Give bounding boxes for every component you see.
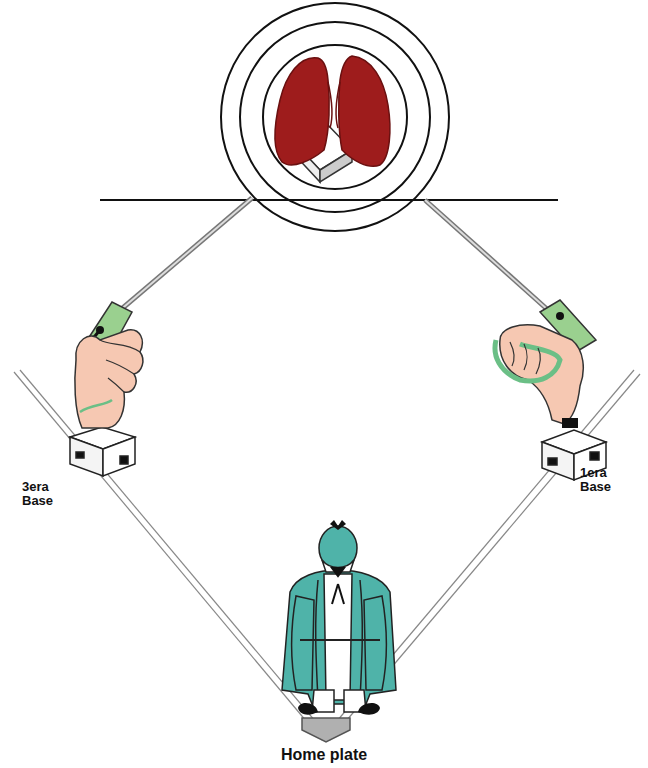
home-plate-label: Home plate bbox=[224, 746, 424, 764]
base-label: 1era Base bbox=[580, 466, 626, 495]
base-label: 3era Base bbox=[22, 480, 68, 509]
